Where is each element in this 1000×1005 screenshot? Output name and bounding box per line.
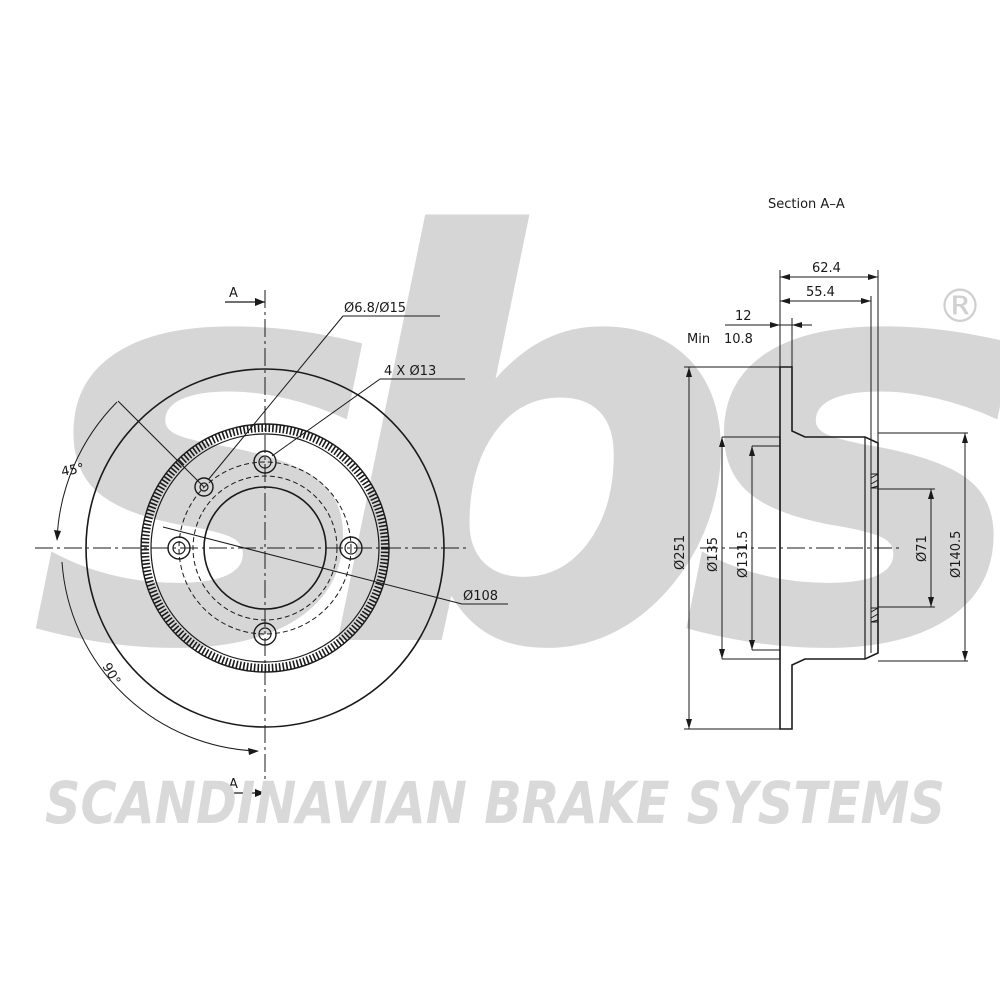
min-thickness-label: 10.8 xyxy=(724,332,753,347)
hat-height-label: 55.4 xyxy=(806,285,835,300)
sbs-watermark-logo: sbs xyxy=(30,121,1000,773)
arrowhead xyxy=(792,322,802,328)
center-bore-label: Ø71 xyxy=(915,535,930,562)
hat-inner-edge xyxy=(150,433,380,663)
arrowhead xyxy=(719,437,725,447)
bolt-hole-right xyxy=(339,536,363,560)
arrowhead xyxy=(928,489,934,499)
arrowhead xyxy=(255,789,265,797)
arrowhead xyxy=(54,530,61,541)
hub-hidden xyxy=(192,475,338,621)
hat-inner-diameter-label: Ø131.5 xyxy=(736,531,751,578)
logo-text: sbs xyxy=(30,121,1000,773)
section-title: Section A–A xyxy=(768,197,845,212)
front-view: A A Ø6.8/Ø15 4 X Ø13 Ø108 45° 90° xyxy=(35,286,508,800)
bolt-hole-left xyxy=(167,536,191,560)
arrowhead xyxy=(861,298,871,304)
arrowhead xyxy=(248,748,259,755)
arrowhead xyxy=(770,322,780,328)
angle-45-arc xyxy=(56,401,118,541)
bolt-circle xyxy=(178,461,352,635)
center-bore xyxy=(203,486,327,610)
arrowhead xyxy=(928,597,934,607)
arrowhead xyxy=(719,649,725,659)
hat-outer-serrated xyxy=(141,424,389,672)
registered-mark: ® xyxy=(937,279,983,333)
arrowhead xyxy=(686,367,692,377)
arrowhead xyxy=(962,651,968,661)
angle-90-arc xyxy=(61,561,259,752)
thickness-label: 12 xyxy=(735,309,752,324)
company-name: SCANDINAVIAN BRAKE SYSTEMS xyxy=(45,769,945,837)
bolt-holes-leader xyxy=(271,378,381,457)
min-label: Min xyxy=(687,332,710,347)
pcd-label: Ø108 xyxy=(463,589,498,604)
hat-outer-edge xyxy=(140,423,390,673)
arrowhead xyxy=(780,298,790,304)
arrowhead xyxy=(780,274,790,280)
arrowhead xyxy=(686,719,692,729)
bolt-hole-top xyxy=(253,450,277,474)
arrowhead xyxy=(749,446,755,456)
section-view: Section A–A xyxy=(673,197,968,730)
arrowhead xyxy=(255,298,265,306)
hub-diameter-label: Ø140.5 xyxy=(949,531,964,578)
small-hole-leader xyxy=(207,315,344,481)
total-height-label: 62.4 xyxy=(812,261,841,276)
disc-section-profile xyxy=(779,366,879,730)
small-hole-label: Ø6.8/Ø15 xyxy=(344,301,406,316)
arrowhead xyxy=(749,640,755,650)
angle-45-ray xyxy=(117,400,205,488)
arrowhead xyxy=(868,274,878,280)
angle-45-label: 45° xyxy=(60,461,85,480)
section-marker-bottom: A xyxy=(229,777,238,792)
pcd-leader xyxy=(162,526,463,605)
disc-outer-edge xyxy=(85,368,445,728)
locating-hole xyxy=(194,477,214,497)
section-marker-top: A xyxy=(229,286,238,301)
arrowhead xyxy=(962,433,968,443)
bolt-holes-label: 4 X Ø13 xyxy=(384,364,436,379)
hat-outer-diameter-label: Ø135 xyxy=(706,537,721,572)
hub-serration xyxy=(870,473,879,623)
outer-diameter-label: Ø251 xyxy=(673,535,688,570)
bolt-hole-bottom xyxy=(253,622,277,646)
